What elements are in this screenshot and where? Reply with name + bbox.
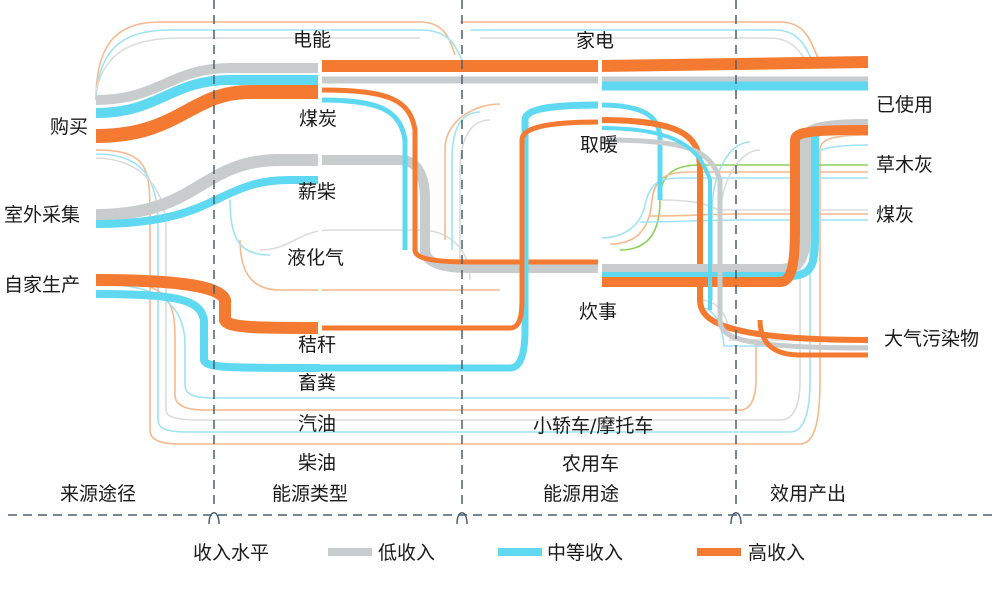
column-title-output: 效用产出 bbox=[770, 483, 846, 505]
use-label-farm-vehicle: 农用车 bbox=[562, 453, 619, 475]
flow-bands bbox=[95, 56, 869, 372]
energy-type-straw: 秸秆 bbox=[298, 334, 336, 356]
stage-dividers bbox=[213, 0, 737, 505]
column-separators bbox=[318, 50, 602, 345]
legend-label-high: 高收入 bbox=[748, 542, 805, 564]
output-label-plant-ash: 草木灰 bbox=[876, 154, 933, 176]
energy-type-firewood: 薪柴 bbox=[298, 181, 336, 203]
source-label-outdoor-collection: 室外采集 bbox=[4, 204, 80, 226]
output-label-used: 已使用 bbox=[876, 94, 933, 116]
energy-type-electricity: 电能 bbox=[293, 29, 331, 51]
column-titles: 来源途径 能源类型 能源用途 效用产出 bbox=[60, 483, 846, 505]
energy-type-gasoline: 汽油 bbox=[298, 413, 336, 435]
energy-type-labels: 电能 煤炭 薪柴 液化气 秸秆 畜粪 汽油 柴油 bbox=[287, 29, 344, 474]
column-title-energy-use: 能源用途 bbox=[543, 483, 619, 505]
legend-title: 收入水平 bbox=[193, 542, 269, 564]
source-label-home-production: 自家生产 bbox=[4, 274, 80, 296]
energy-type-manure: 畜粪 bbox=[298, 372, 336, 394]
output-labels: 已使用 草木灰 煤灰 大气污染物 bbox=[876, 94, 979, 350]
axis-arrows bbox=[208, 512, 742, 525]
use-label-heating: 取暖 bbox=[580, 134, 618, 156]
energy-type-coal: 煤炭 bbox=[299, 108, 337, 130]
column-title-source: 来源途径 bbox=[60, 483, 136, 505]
source-labels: 购买 室外采集 自家生产 bbox=[2, 114, 94, 296]
use-label-appliances: 家电 bbox=[576, 30, 614, 52]
output-label-air-pollutants: 大气污染物 bbox=[884, 328, 979, 350]
legend-label-low: 低收入 bbox=[378, 542, 435, 564]
energy-type-lpg: 液化气 bbox=[287, 247, 344, 269]
legend: 收入水平 低收入 中等收入 高收入 bbox=[193, 542, 805, 564]
output-label-coal-ash: 煤灰 bbox=[876, 204, 914, 226]
legend-label-mid: 中等收入 bbox=[547, 542, 623, 564]
energy-type-diesel: 柴油 bbox=[298, 452, 336, 474]
energy-use-labels: 家电 取暖 炊事 小轿车/摩托车 农用车 bbox=[533, 30, 653, 475]
source-label-purchase: 购买 bbox=[50, 116, 88, 138]
use-label-car-motorcycle: 小轿车/摩托车 bbox=[533, 415, 653, 437]
use-label-cooking: 炊事 bbox=[579, 301, 617, 323]
column-title-energy-type: 能源类型 bbox=[272, 483, 348, 505]
